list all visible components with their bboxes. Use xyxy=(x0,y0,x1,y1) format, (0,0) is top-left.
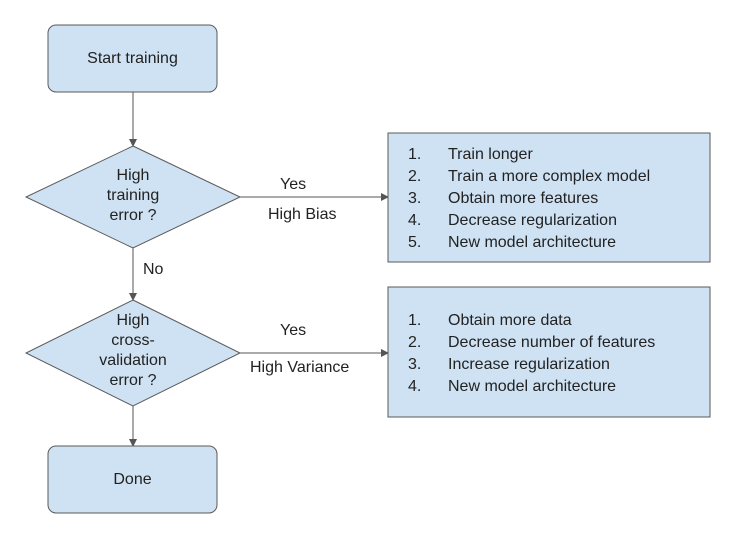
list-item-text: Obtain more features xyxy=(448,190,599,207)
list-item-number: 3. xyxy=(408,356,422,373)
decision-cv-line-4: error ? xyxy=(109,372,157,389)
decision-training-line-1: High xyxy=(116,167,150,184)
list-item-number: 4. xyxy=(408,212,422,229)
list-item-number: 1. xyxy=(408,146,422,163)
list-item: 3. Increase regularization xyxy=(408,354,655,376)
list-item-text: New model architecture xyxy=(448,234,617,251)
high-variance-label: High Variance xyxy=(250,359,350,376)
list-item-number: 2. xyxy=(408,334,422,351)
list-item: 4. New model architecture xyxy=(408,376,655,398)
list-item: 2. Train a more complex model xyxy=(408,166,650,188)
list-item-text: Obtain more data xyxy=(448,312,572,329)
variance-remedies-box xyxy=(387,286,711,418)
bias-remedies-box xyxy=(387,132,711,263)
training-no-label: No xyxy=(143,261,164,278)
list-item: 1. Train longer xyxy=(408,144,650,166)
decision-cv-line-3: validation xyxy=(99,352,167,369)
list-item: 1. Obtain more data xyxy=(408,310,655,332)
decision-training-line-3: error ? xyxy=(109,207,157,224)
done-label: Done xyxy=(113,471,152,488)
list-item-number: 4. xyxy=(408,378,422,395)
decision-training-line-2: training xyxy=(106,187,160,204)
list-item-text: Decrease number of features xyxy=(448,334,656,351)
list-item-text: Train a more complex model xyxy=(448,168,651,185)
list-item-number: 1. xyxy=(408,312,422,329)
list-item: 3. Obtain more features xyxy=(408,188,650,210)
decision-cv-error xyxy=(24,299,242,407)
start-label: Start training xyxy=(87,50,178,67)
high-bias-label: High Bias xyxy=(268,206,337,223)
done-node xyxy=(47,445,218,514)
training-yes-label: Yes xyxy=(280,176,307,193)
list-item-text: New model architecture xyxy=(448,378,617,395)
list-item-number: 3. xyxy=(408,190,422,207)
list-item: 2. Decrease number of features xyxy=(408,332,655,354)
start-node xyxy=(47,24,218,93)
list-item: 5. New model architecture xyxy=(408,232,650,254)
cv-yes-label: Yes xyxy=(280,322,307,339)
list-item-text: Decrease regularization xyxy=(448,212,617,229)
variance-remedies-list: 1. Obtain more data 2. Decrease number of … xyxy=(408,310,655,398)
decision-training-error xyxy=(24,145,242,249)
decision-cv-line-1: High xyxy=(116,312,150,329)
bias-remedies-list: 1. Train longer 2. Train a more complex mo… xyxy=(408,144,650,254)
list-item: 4. Decrease regularization xyxy=(408,210,650,232)
list-item-number: 5. xyxy=(408,234,422,251)
list-item-text: Increase regularization xyxy=(448,356,610,373)
decision-cv-line-2: cross- xyxy=(111,332,155,349)
list-item-number: 2. xyxy=(408,168,422,185)
list-item-text: Train longer xyxy=(448,146,533,163)
